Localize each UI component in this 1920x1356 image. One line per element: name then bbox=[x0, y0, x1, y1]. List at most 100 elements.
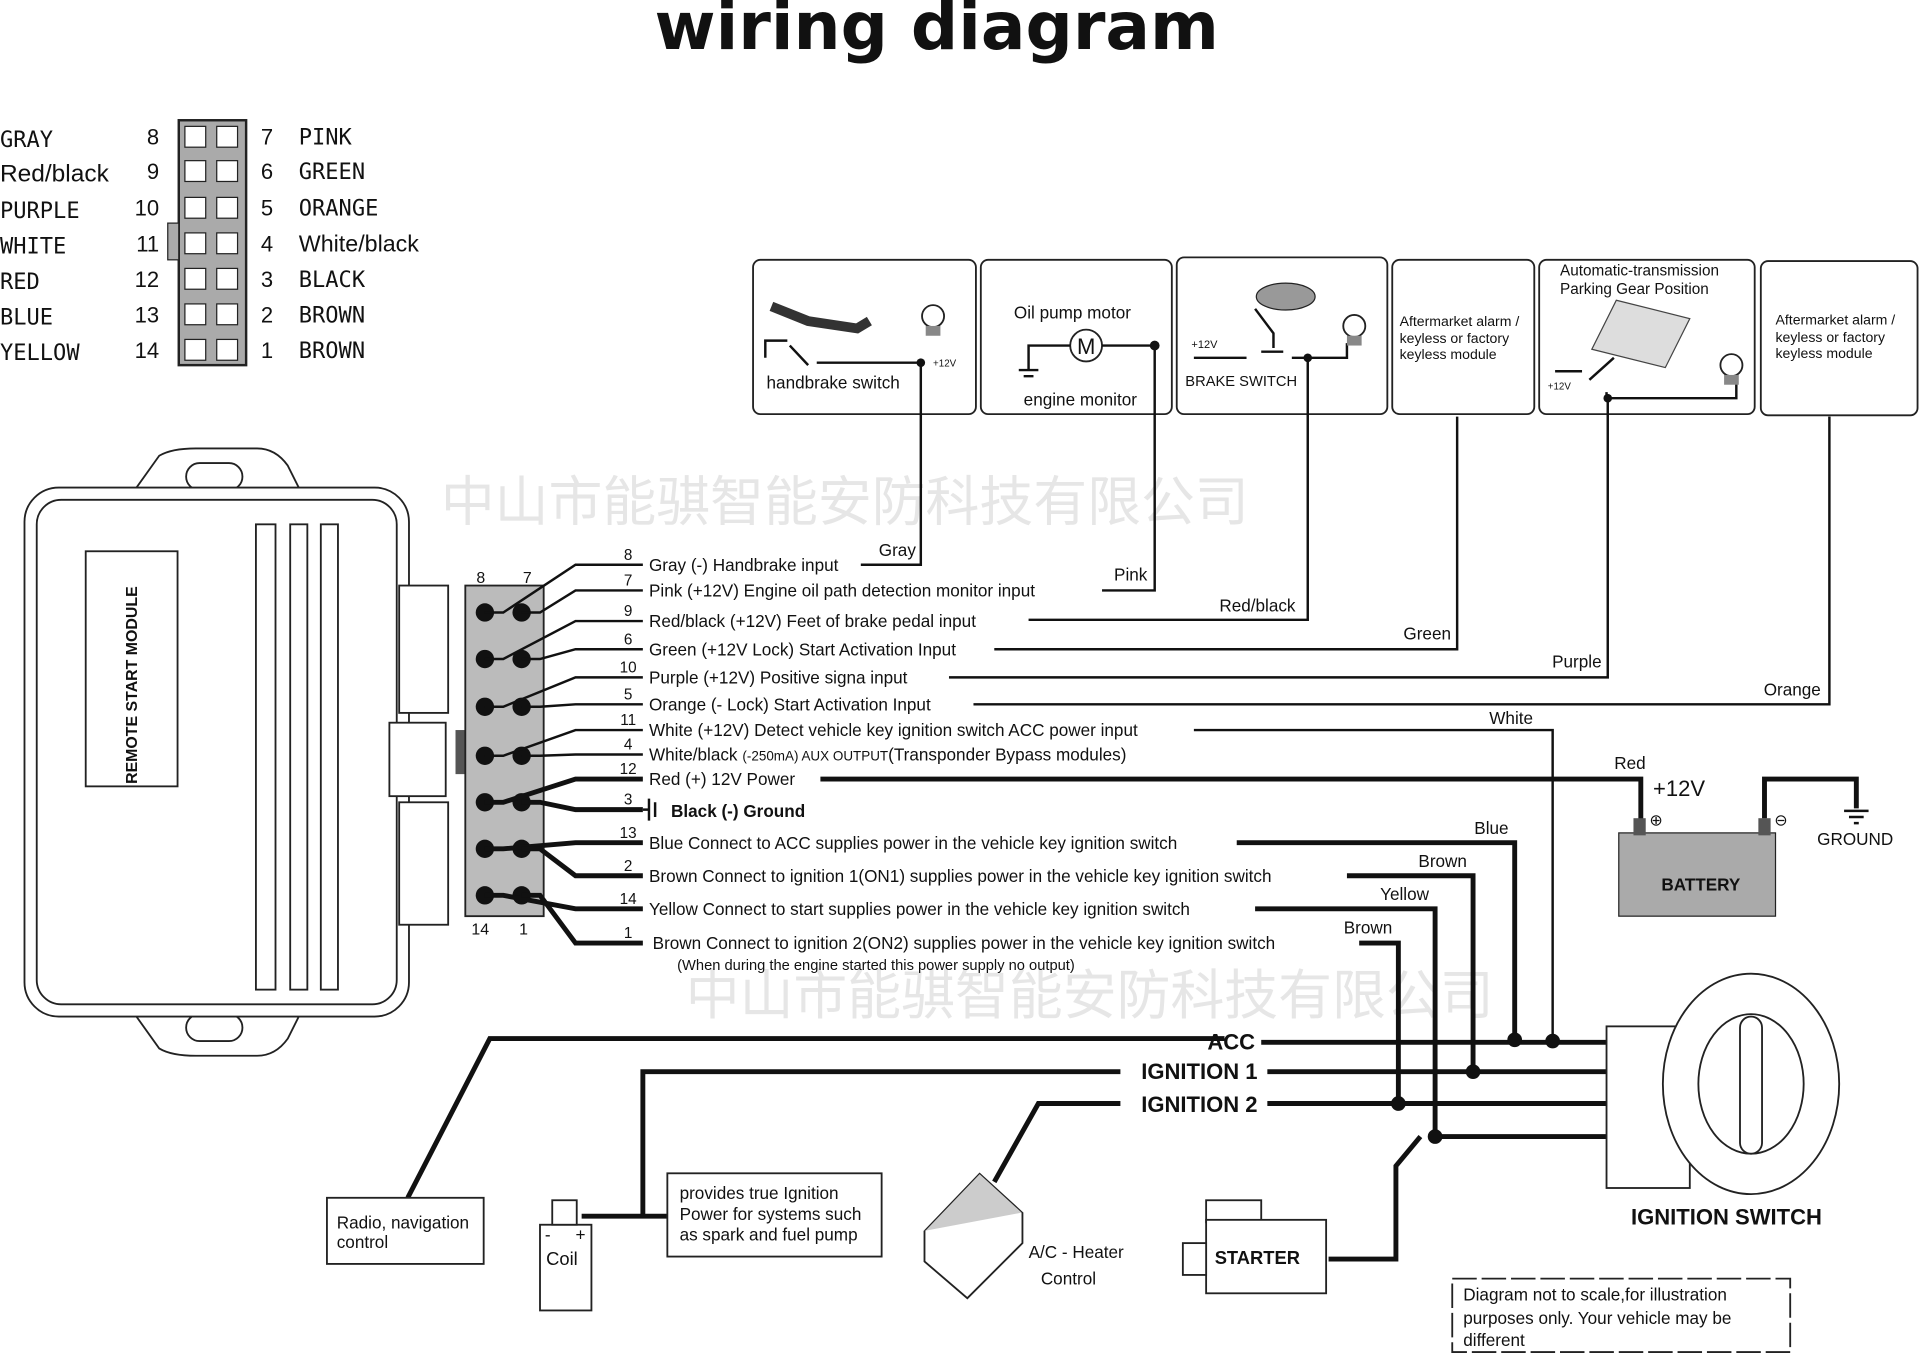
wire-color-tag: Purple bbox=[1552, 652, 1602, 672]
ignition-switch-label: IGNITION SWITCH bbox=[1631, 1205, 1822, 1230]
wire-color-tag: Red bbox=[1614, 753, 1645, 773]
pinout-right-color: BROWN bbox=[299, 303, 365, 328]
pinout-left-color: YELLOW bbox=[0, 341, 80, 366]
pinout-right-pin: 7 bbox=[261, 125, 273, 150]
pinout-right-pin: 5 bbox=[261, 196, 273, 221]
wire-color-tag: Blue bbox=[1474, 818, 1508, 838]
svg-text:Diagram not to scale,for illus: Diagram not to scale,for illustrationpur… bbox=[1463, 1285, 1731, 1350]
svg-text:Aftermarket alarm /keyless or: Aftermarket alarm /keyless or factorykey… bbox=[1776, 312, 1896, 361]
wire-color-tag: Green bbox=[1403, 623, 1451, 643]
wire-pin-number: 9 bbox=[624, 603, 633, 620]
wire-row: 1 Brown Connect to ignition 2(ON2) suppli… bbox=[521, 892, 1393, 953]
ignition-wiring: ACC IGNITION 1 IGNITION 2 bbox=[405, 1030, 1607, 1262]
wire-pin-number: 7 bbox=[624, 573, 633, 590]
pinout-left-pin: 10 bbox=[135, 196, 160, 221]
wire-pin-number: 14 bbox=[620, 891, 638, 908]
remote-start-module: REMOTE START MODULE 8 7 14 1 bbox=[23, 447, 545, 1057]
wire-pin-number: 8 bbox=[624, 547, 633, 564]
wire-color-tag: Gray bbox=[879, 540, 917, 560]
battery-plus-label: +12V bbox=[1653, 776, 1705, 801]
starter: STARTER bbox=[1181, 1199, 1328, 1295]
gear-shifter-icon bbox=[1590, 299, 1691, 369]
svg-text:Aftermarket alarm /keyless or: Aftermarket alarm /keyless or factorykey… bbox=[1400, 313, 1520, 362]
acc-label: ACC bbox=[1207, 1030, 1255, 1055]
pin-number: 7 bbox=[523, 570, 532, 587]
battery-label: BATTERY bbox=[1661, 874, 1741, 894]
page-title: wiring diagram bbox=[655, 0, 1219, 65]
ignition-switch: IGNITION SWITCH bbox=[1605, 972, 1841, 1230]
wire-pin-number: 12 bbox=[620, 761, 637, 778]
wire-description: White/black(-250mA) AUX OUTPUT(Transpond… bbox=[649, 745, 1126, 765]
wire-pin-number: 5 bbox=[624, 686, 633, 703]
wire-description: Red (+) 12V Power bbox=[649, 769, 795, 789]
wire-row: 2 Brown Connect to ignition 1(ON1) suppli… bbox=[521, 846, 1467, 886]
module-label: REMOTE START MODULE bbox=[124, 586, 141, 784]
brake-pedal-icon bbox=[1255, 282, 1316, 311]
wire-runs bbox=[820, 340, 1831, 1137]
wire-note: (When during the engine started this pow… bbox=[677, 958, 1075, 974]
wire-color-tag: Brown bbox=[1344, 917, 1393, 937]
starter-label: STARTER bbox=[1215, 1247, 1300, 1268]
pinout-right-color: ORANGE bbox=[299, 197, 379, 222]
engine-monitor-label: engine monitor bbox=[1024, 390, 1138, 410]
coil-plus: + bbox=[576, 1225, 586, 1245]
wire-description: Pink (+12V) Engine oil path detection mo… bbox=[649, 581, 1035, 601]
wire-description: Green (+12V Lock) Start Activation Input bbox=[649, 639, 956, 659]
wire-row: 12 Red (+) 12V Power Red bbox=[484, 753, 1646, 805]
pinout-left-color: RED bbox=[0, 270, 40, 295]
pinout-right-pin: 2 bbox=[261, 302, 273, 327]
wire-description: Brown Connect to ignition 2(ON2) supplie… bbox=[653, 933, 1276, 953]
pinout-right-color: PINK bbox=[299, 126, 353, 151]
handbrake-label: handbrake switch bbox=[767, 372, 900, 392]
pinout-left-color: PURPLE bbox=[0, 199, 80, 224]
pinout-right-pin: 4 bbox=[261, 231, 273, 256]
wire-color-tag: Orange bbox=[1764, 680, 1821, 700]
pinout-left-color: Red/black bbox=[0, 160, 110, 187]
watermark: 中山市能骐智能安防科技有限公司 bbox=[441, 471, 1249, 534]
panel-brake: +12V BRAKE SWITCH bbox=[1175, 256, 1389, 416]
voltage-label: +12V bbox=[933, 358, 957, 369]
pinout-left-pin: 9 bbox=[147, 159, 159, 184]
wire-description: White (+12V) Detect vehicle key ignition… bbox=[649, 720, 1138, 740]
wire-description: Brown Connect to ignition 1(ON1) supplie… bbox=[649, 866, 1272, 886]
wire-pin-number: 2 bbox=[624, 858, 633, 875]
brake-switch-label: BRAKE SWITCH bbox=[1185, 374, 1297, 390]
pinout-left-pin: 12 bbox=[135, 267, 160, 292]
wire-pin-number: 10 bbox=[620, 659, 637, 676]
wire-description: Red/black (+12V) Feet of brake pedal inp… bbox=[649, 611, 976, 631]
wire-pin-number: 1 bbox=[624, 925, 633, 942]
pinout-right-pin: 6 bbox=[261, 159, 273, 184]
pinout-left-color: BLUE bbox=[0, 306, 53, 331]
wire-color-tag: Yellow bbox=[1380, 884, 1430, 904]
wire-pin-number: 6 bbox=[624, 631, 633, 648]
wire-pin-number: 3 bbox=[624, 792, 633, 809]
wire-description: Purple (+12V) Positive signa input bbox=[649, 668, 908, 688]
pinout-right-color: BROWN bbox=[299, 339, 365, 364]
panel-handbrake: handbrake switch +12V bbox=[752, 258, 977, 416]
pinout-left-pin: 11 bbox=[136, 231, 159, 256]
watermark: 中山市能骐智能安防科技有限公司 bbox=[686, 964, 1494, 1027]
pin-number: 8 bbox=[476, 570, 485, 587]
voltage-label: +12V bbox=[1548, 382, 1572, 393]
wire-color-tag: Pink bbox=[1114, 565, 1148, 585]
wire-pin-number: 13 bbox=[620, 825, 637, 842]
wire-row: 6 Green (+12V Lock) Start Activation Inpu… bbox=[521, 623, 1451, 661]
wire-description: Blue Connect to ACC supplies power in th… bbox=[649, 833, 1177, 853]
